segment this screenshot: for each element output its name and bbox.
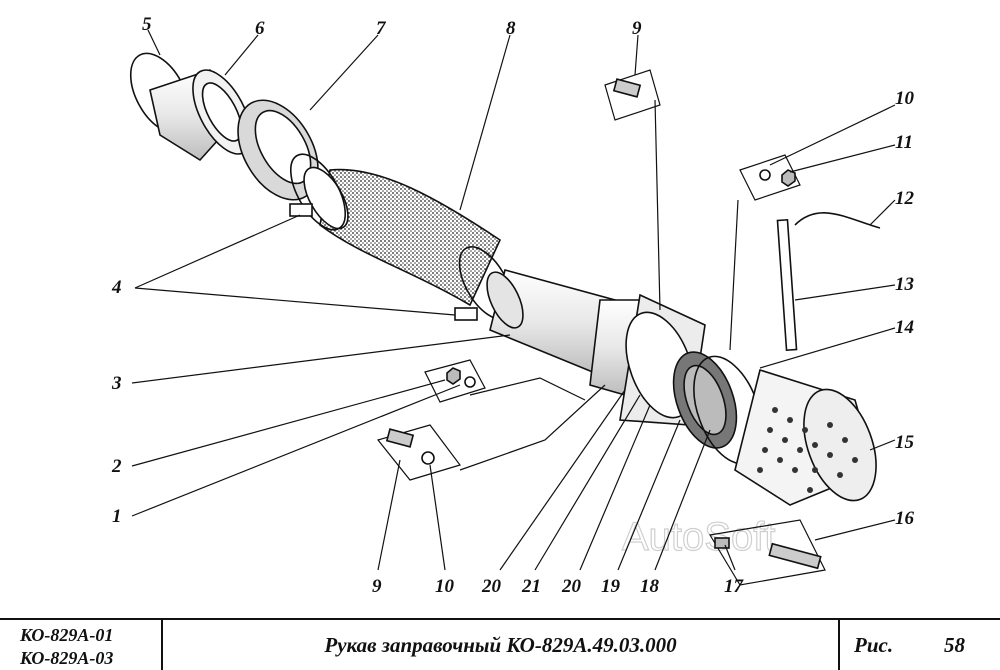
callout-16: 16 (895, 508, 915, 529)
leader-lines (131, 29, 896, 571)
callout-12: 12 (895, 188, 915, 209)
callout-9-bottom: 9 (372, 576, 382, 597)
callout-2: 2 (111, 456, 122, 477)
model-designation: КО-829А-01 (20, 625, 114, 645)
part-12-wire (794, 212, 881, 229)
fasteners-nut-washer-left (424, 359, 486, 403)
fasteners-nut-washer-top (739, 154, 801, 201)
fasteners-bolt-washer-left (376, 424, 461, 481)
figure-reference: Рис. 58 (840, 620, 1000, 670)
callout-20-left: 20 (481, 576, 502, 597)
callout-10-bottom: 10 (435, 576, 455, 597)
callout-17: 17 (724, 576, 745, 597)
callout-5: 5 (142, 14, 152, 35)
callout-21: 21 (521, 576, 541, 597)
callout-20-right: 20 (561, 576, 582, 597)
callout-10-top: 10 (895, 88, 915, 109)
callout-8: 8 (506, 18, 516, 39)
watermark-text: AutoSoft (622, 515, 775, 559)
figure-label: Рис. (854, 633, 894, 657)
callout-9-top: 9 (632, 18, 642, 39)
part-4-hose-clamps (289, 153, 514, 321)
callout-19: 19 (601, 576, 621, 597)
callout-13: 13 (895, 274, 914, 295)
fasteners-top-bolt (604, 69, 661, 121)
part-15-perforated-strainer (734, 368, 877, 506)
fasteners-bottom (709, 519, 826, 586)
callout-15: 15 (895, 432, 915, 453)
callout-1: 1 (112, 506, 122, 527)
callout-14: 14 (895, 317, 914, 338)
exploded-assembly-drawing: AutoSoft (111, 14, 915, 597)
part-13-strap (776, 218, 798, 352)
drawing-title: Рукав заправочный КО-829А.49.03.000 (163, 620, 840, 670)
model-designation: КО-829А-03 (20, 648, 114, 668)
model-designations: КО-829А-01 КО-829А-03 (0, 620, 163, 670)
part-7-flange-ring (237, 99, 319, 201)
callout-3: 3 (111, 373, 122, 394)
callout-4: 4 (111, 277, 122, 298)
part-6-coupling-sleeve (149, 69, 252, 162)
callout-6: 6 (255, 18, 265, 39)
callout-18: 18 (640, 576, 660, 597)
callout-labels: 5 6 7 8 9 10 11 12 13 14 15 16 4 3 2 1 9… (111, 14, 915, 597)
figure-number: 58 (944, 633, 965, 657)
title-block: КО-829А-01 КО-829А-03 Рукав заправочный … (0, 618, 1000, 670)
callout-11: 11 (895, 132, 913, 153)
part-8-hose (303, 166, 502, 307)
callout-7: 7 (376, 18, 387, 39)
